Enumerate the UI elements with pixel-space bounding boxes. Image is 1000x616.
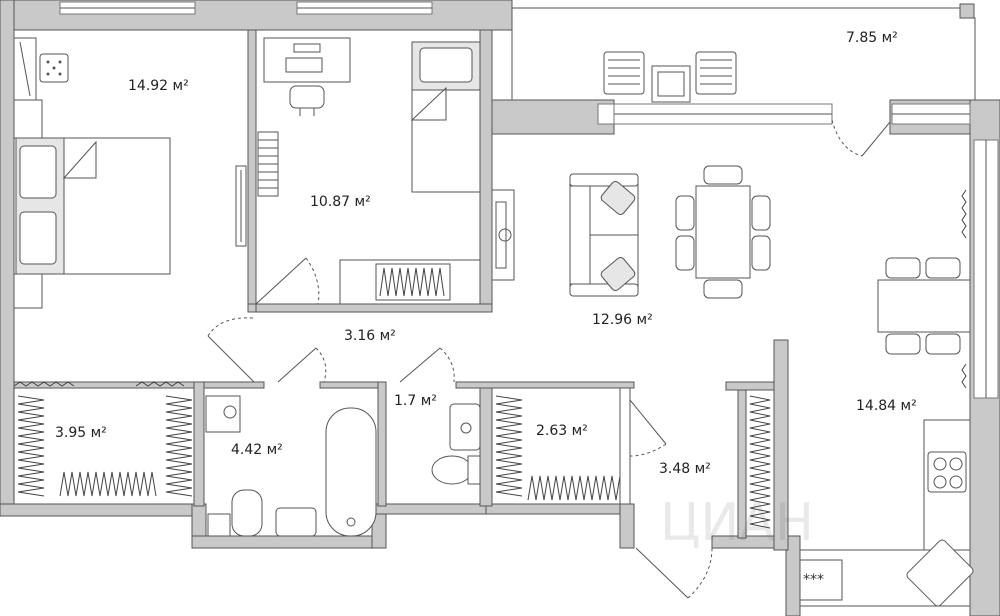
bookshelf (257, 131, 279, 197)
kitchen-wardrobe (745, 389, 775, 537)
tv-living (491, 189, 515, 281)
doors (207, 119, 891, 599)
dressing-right-shelves (495, 387, 631, 505)
dressing-left-shelves (13, 381, 193, 500)
area-bathroom: 4.42 м² (231, 442, 283, 458)
tv-bedroom (235, 165, 247, 247)
balcony-set (603, 51, 737, 103)
area-dressing-right: 2.63 м² (536, 423, 588, 439)
area-toilet: 1.7 м² (394, 393, 437, 409)
kitchen-counter: *** (799, 419, 974, 607)
wardrobe-bedroom-small (339, 259, 481, 305)
area-living: 12.96 м² (592, 312, 653, 328)
sofa (569, 173, 639, 297)
area-kitchen: 14.84 м² (856, 398, 917, 414)
wardrobe-small (13, 37, 69, 101)
curtain-kitchen (961, 189, 967, 389)
area-balcony: 7.85 м² (846, 30, 898, 46)
watermark-text: ЦИАН (660, 493, 814, 553)
area-bedroom-main: 14.92 м² (128, 78, 189, 94)
bed-double (13, 99, 171, 309)
kitchen-table (877, 257, 971, 355)
area-corridor: 3.16 м² (344, 328, 396, 344)
watermark: ЦИАН (660, 493, 814, 553)
area-dressing-left: 3.95 м² (55, 425, 107, 441)
toilet-fixtures (431, 403, 481, 485)
dining-table-living (675, 165, 771, 299)
desk (263, 37, 351, 116)
area-bedroom-small: 10.87 м² (310, 194, 371, 210)
svg-text:***: *** (803, 572, 824, 588)
bed-single (410, 41, 481, 193)
area-hall: 3.48 м² (659, 461, 711, 477)
bathroom-fixtures (205, 395, 377, 537)
windows (59, 1, 999, 399)
